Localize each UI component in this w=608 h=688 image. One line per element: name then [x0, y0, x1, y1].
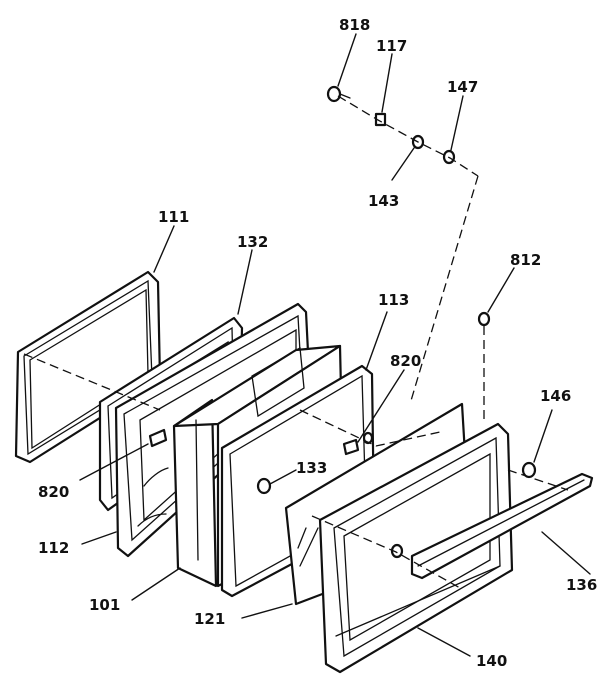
- leader-lines: [79, 33, 591, 657]
- label-147: 147: [447, 78, 478, 96]
- label-111: 111: [158, 208, 189, 226]
- part-812-screw: [477, 311, 491, 327]
- label-121: 121: [194, 610, 225, 628]
- label-132: 132: [237, 233, 268, 251]
- part-133-spacer: [256, 477, 272, 495]
- label-146: 146: [540, 387, 571, 405]
- label-117: 117: [376, 37, 407, 55]
- part-820-screw-a: [342, 438, 360, 456]
- label-140: 140: [476, 652, 507, 670]
- part-136-handle: [410, 472, 594, 580]
- label-101: 101: [89, 596, 120, 614]
- label-136: 136: [566, 576, 597, 594]
- label-820-a: 820: [390, 352, 421, 370]
- label-112: 112: [38, 539, 69, 557]
- part-labels: 818 117 147 143 111 132 812 113 820 146 …: [38, 16, 597, 670]
- label-820-b: 820: [38, 483, 69, 501]
- part-818-screw: [326, 85, 342, 103]
- part-820-screw-b: [148, 428, 168, 448]
- label-812: 812: [510, 251, 541, 269]
- part-146-spacer: [521, 461, 537, 479]
- label-133: 133: [296, 459, 327, 477]
- label-113: 113: [378, 291, 409, 309]
- assembly-lines: [23, 95, 569, 589]
- label-818: 818: [339, 16, 370, 34]
- part-140-outer-frame: [318, 422, 514, 674]
- label-143: 143: [368, 192, 399, 210]
